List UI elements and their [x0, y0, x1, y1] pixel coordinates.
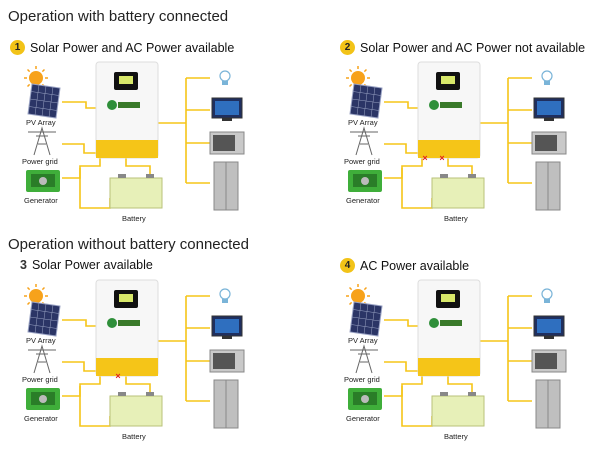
microwave-icon — [209, 349, 245, 373]
scenario-2-title: Solar Power and AC Power not available — [360, 40, 586, 55]
generator-label: Generator — [346, 196, 380, 205]
pv-array-label: PV Array — [26, 336, 56, 345]
scenario-4-title: AC Power available — [360, 258, 470, 273]
light-bulb-icon — [541, 288, 553, 303]
scenario-3-title-row: 3 Solar Power available — [20, 258, 153, 272]
microwave-icon — [531, 349, 567, 373]
inverter-icon — [417, 61, 481, 159]
light-bulb-icon — [219, 70, 231, 85]
refrigerator-icon — [535, 379, 561, 429]
power-tower-icon — [28, 344, 56, 374]
battery-icon — [109, 392, 163, 427]
battery-label: Battery — [444, 214, 468, 223]
scenario-3-title: Solar Power available — [31, 258, 153, 272]
light-bulb-icon — [541, 70, 553, 85]
pv-array-label: PV Array — [348, 118, 378, 127]
scenario-1-badge: 1 — [10, 40, 25, 55]
power-tower-icon — [350, 344, 378, 374]
section-title-with-battery: Operation with battery connected — [8, 8, 229, 25]
solar-panel-icon — [349, 301, 383, 337]
tv-icon — [211, 97, 243, 121]
power-grid-label: Power grid — [344, 375, 380, 384]
tv-icon — [533, 315, 565, 339]
pv-array-label: PV Array — [26, 118, 56, 127]
scenario-1-title-row: 1 Solar Power and AC Power available — [10, 40, 234, 55]
scenario-4-badge: 4 — [340, 258, 355, 273]
sun-icon — [346, 284, 370, 308]
microwave-icon — [209, 131, 245, 155]
scenario-3-badge: 3 — [20, 258, 27, 272]
generator-icon — [348, 170, 382, 192]
solar-panel-icon — [27, 301, 61, 337]
inverter-icon — [95, 61, 159, 159]
tv-icon — [211, 315, 243, 339]
wires — [384, 77, 532, 209]
solar-panel-icon — [349, 83, 383, 119]
inverter-icon — [417, 279, 481, 377]
wires — [62, 295, 210, 427]
disconnected-cross-mark: × — [422, 153, 427, 163]
battery-icon — [431, 174, 485, 209]
tv-icon — [533, 97, 565, 121]
scenario-2-badge: 2 — [340, 40, 355, 55]
refrigerator-icon — [213, 379, 239, 429]
generator-icon — [26, 388, 60, 410]
battery-label: Battery — [122, 432, 146, 441]
disconnected-cross-mark: × — [439, 153, 444, 163]
pv-array-label: PV Array — [348, 336, 378, 345]
power-grid-label: Power grid — [22, 157, 58, 166]
generator-label: Generator — [346, 414, 380, 423]
section-title-without-battery: Operation without battery connected — [8, 236, 249, 253]
battery-label: Battery — [444, 432, 468, 441]
sun-icon — [24, 284, 48, 308]
power-tower-icon — [350, 126, 378, 156]
generator-label: Generator — [24, 196, 58, 205]
scenario-1-title: Solar Power and AC Power available — [30, 40, 235, 55]
battery-icon — [109, 174, 163, 209]
power-grid-label: Power grid — [22, 375, 58, 384]
refrigerator-icon — [535, 161, 561, 211]
generator-icon — [26, 170, 60, 192]
disconnected-cross-mark: × — [115, 371, 120, 381]
battery-label: Battery — [122, 214, 146, 223]
inverter-icon — [95, 279, 159, 377]
scenario-4-title-row: 4 AC Power available — [340, 258, 469, 273]
battery-icon — [431, 392, 485, 427]
light-bulb-icon — [219, 288, 231, 303]
refrigerator-icon — [213, 161, 239, 211]
power-tower-icon — [28, 126, 56, 156]
microwave-icon — [531, 131, 567, 155]
generator-label: Generator — [24, 414, 58, 423]
scenario-2-title-row: 2 Solar Power and AC Power not available — [340, 40, 585, 55]
solar-panel-icon — [27, 83, 61, 119]
power-grid-label: Power grid — [344, 157, 380, 166]
generator-icon — [348, 388, 382, 410]
